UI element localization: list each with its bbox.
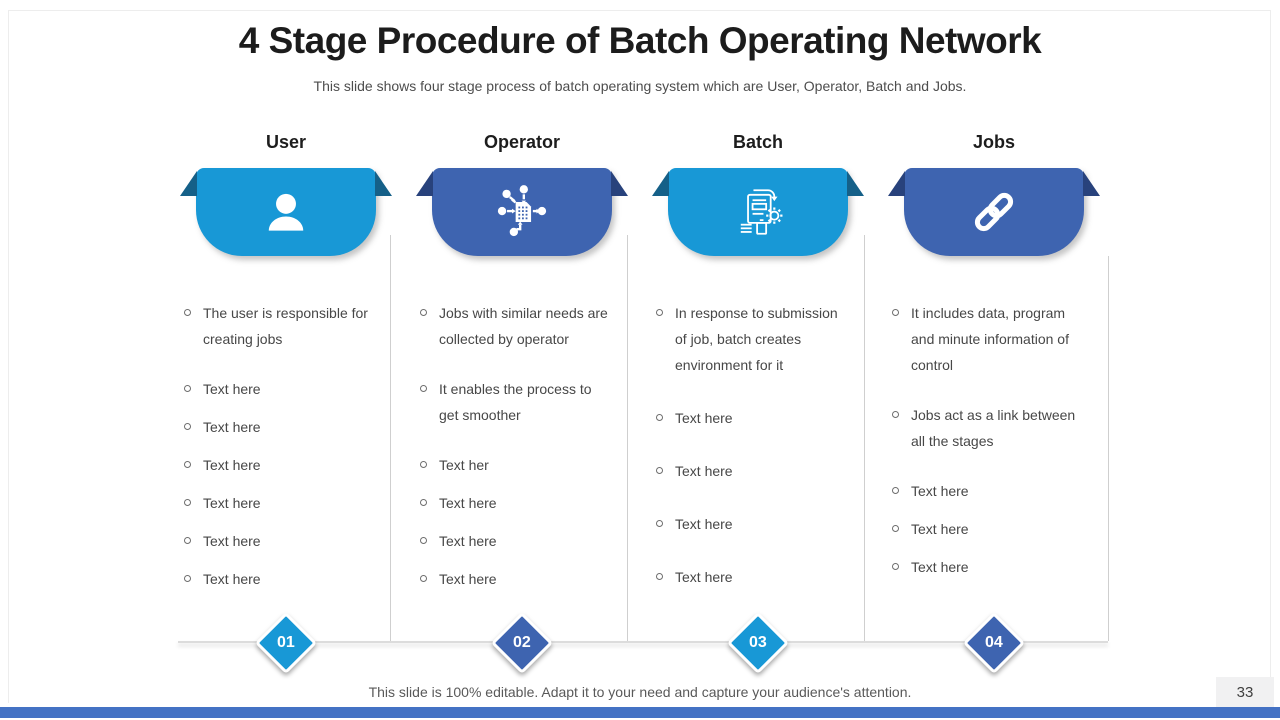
page-number: 33 [1216, 677, 1274, 707]
ribbon-wing-left [416, 171, 433, 196]
bullet-item: Jobs with similar needs are collected by… [420, 300, 614, 352]
bullet-list-jobs: It includes data, program and minute inf… [876, 300, 1112, 580]
bullet-marker [184, 575, 191, 582]
stage-columns: User The user is responsible for creatin… [168, 130, 1112, 617]
bullet-marker [420, 309, 427, 316]
column-divider [864, 235, 865, 641]
bullet-item: It includes data, program and minute inf… [892, 300, 1086, 378]
bullet-marker [184, 309, 191, 316]
stage-column-user: User The user is responsible for creatin… [168, 130, 404, 617]
bottom-accent-bar [0, 707, 1280, 718]
bullet-list-operator: Jobs with similar needs are collected by… [404, 300, 640, 592]
bullet-item: Text here [656, 405, 850, 431]
stage-title-jobs: Jobs [972, 132, 1015, 152]
bullet-marker [420, 461, 427, 468]
bullet-marker [656, 573, 663, 580]
bullet-item: Text here [420, 490, 614, 516]
timeline-line [178, 641, 1108, 643]
bullet-marker [892, 525, 899, 532]
bullet-item: Text here [184, 452, 378, 478]
chain-link-icon [965, 183, 1023, 241]
ribbon-wing-left [888, 171, 905, 196]
bullet-marker [656, 467, 663, 474]
bullet-marker [656, 414, 663, 421]
bullet-list-user: The user is responsible for creating job… [168, 300, 404, 592]
ribbon-wing-left [652, 171, 669, 196]
stage-banner-jobs [888, 168, 1100, 256]
stage-column-jobs: Jobs It includes data, program and minut… [876, 130, 1112, 617]
bullet-item: Text here [184, 528, 378, 554]
bullet-marker [184, 499, 191, 506]
bullet-item: Text here [892, 478, 1086, 504]
bullet-item: The user is responsible for creating job… [184, 300, 378, 352]
ribbon-wing-right [1083, 171, 1100, 196]
bullet-marker [184, 385, 191, 392]
ribbon-wing-left [180, 171, 197, 196]
bullet-marker [184, 537, 191, 544]
bullet-item: Text here [656, 564, 850, 590]
stage-banner-batch [652, 168, 864, 256]
bullet-item: Text here [420, 566, 614, 592]
slide-subtitle: This slide shows four stage process of b… [313, 78, 967, 94]
bullet-item: Text here [656, 511, 850, 537]
bullet-marker [420, 575, 427, 582]
slide-title: 4 Stage Procedure of Batch Operating Net… [238, 20, 1042, 61]
bullet-item: It enables the process to get smoother [420, 376, 614, 428]
document-distribution-icon [493, 183, 551, 241]
stage-number-badge-02: 02 [490, 611, 554, 675]
editable-note: This slide is 100% editable. Adapt it to… [368, 684, 912, 700]
bullet-item: Text here [656, 458, 850, 484]
bullet-item: Text here [184, 376, 378, 402]
bullet-marker [892, 411, 899, 418]
bullet-marker [184, 461, 191, 468]
bullet-item: Text here [184, 414, 378, 440]
right-border-line [1108, 256, 1109, 641]
stage-title-batch: Batch [732, 132, 783, 152]
bullet-item: Text here [184, 566, 378, 592]
bullet-item: Jobs act as a link between all the stage… [892, 402, 1086, 454]
stage-number-badge-03: 03 [726, 611, 790, 675]
bullet-marker [420, 537, 427, 544]
stage-column-batch: Batch [640, 130, 876, 617]
bullet-marker [892, 309, 899, 316]
bullet-marker [420, 385, 427, 392]
stage-column-operator: Operator [404, 130, 640, 617]
stage-banner-operator [416, 168, 628, 256]
bullet-list-batch: In response to submission of job, batch … [640, 300, 876, 590]
bullet-marker [184, 423, 191, 430]
bullet-item: Text here [420, 528, 614, 554]
stage-banner-user [180, 168, 392, 256]
ribbon-wing-right [847, 171, 864, 196]
stage-number-badge-04: 04 [962, 611, 1026, 675]
bullet-item: Text here [184, 490, 378, 516]
bullet-marker [420, 499, 427, 506]
person-icon [257, 183, 315, 241]
bullet-marker [892, 487, 899, 494]
stage-title-user: User [265, 132, 307, 152]
bullet-marker [656, 309, 663, 316]
bullet-item: Text here [892, 516, 1086, 542]
bullet-item: Text her [420, 452, 614, 478]
bullet-marker [656, 520, 663, 527]
column-divider [627, 235, 628, 641]
stage-number-badge-01: 01 [254, 611, 318, 675]
ribbon-wing-right [375, 171, 392, 196]
bullet-item: Text here [892, 554, 1086, 580]
bullet-item: In response to submission of job, batch … [656, 300, 850, 378]
bullet-marker [892, 563, 899, 570]
stage-title-operator: Operator [483, 132, 561, 152]
ribbon-wing-right [611, 171, 628, 196]
batch-processing-icon [729, 183, 787, 241]
column-divider [390, 235, 391, 641]
